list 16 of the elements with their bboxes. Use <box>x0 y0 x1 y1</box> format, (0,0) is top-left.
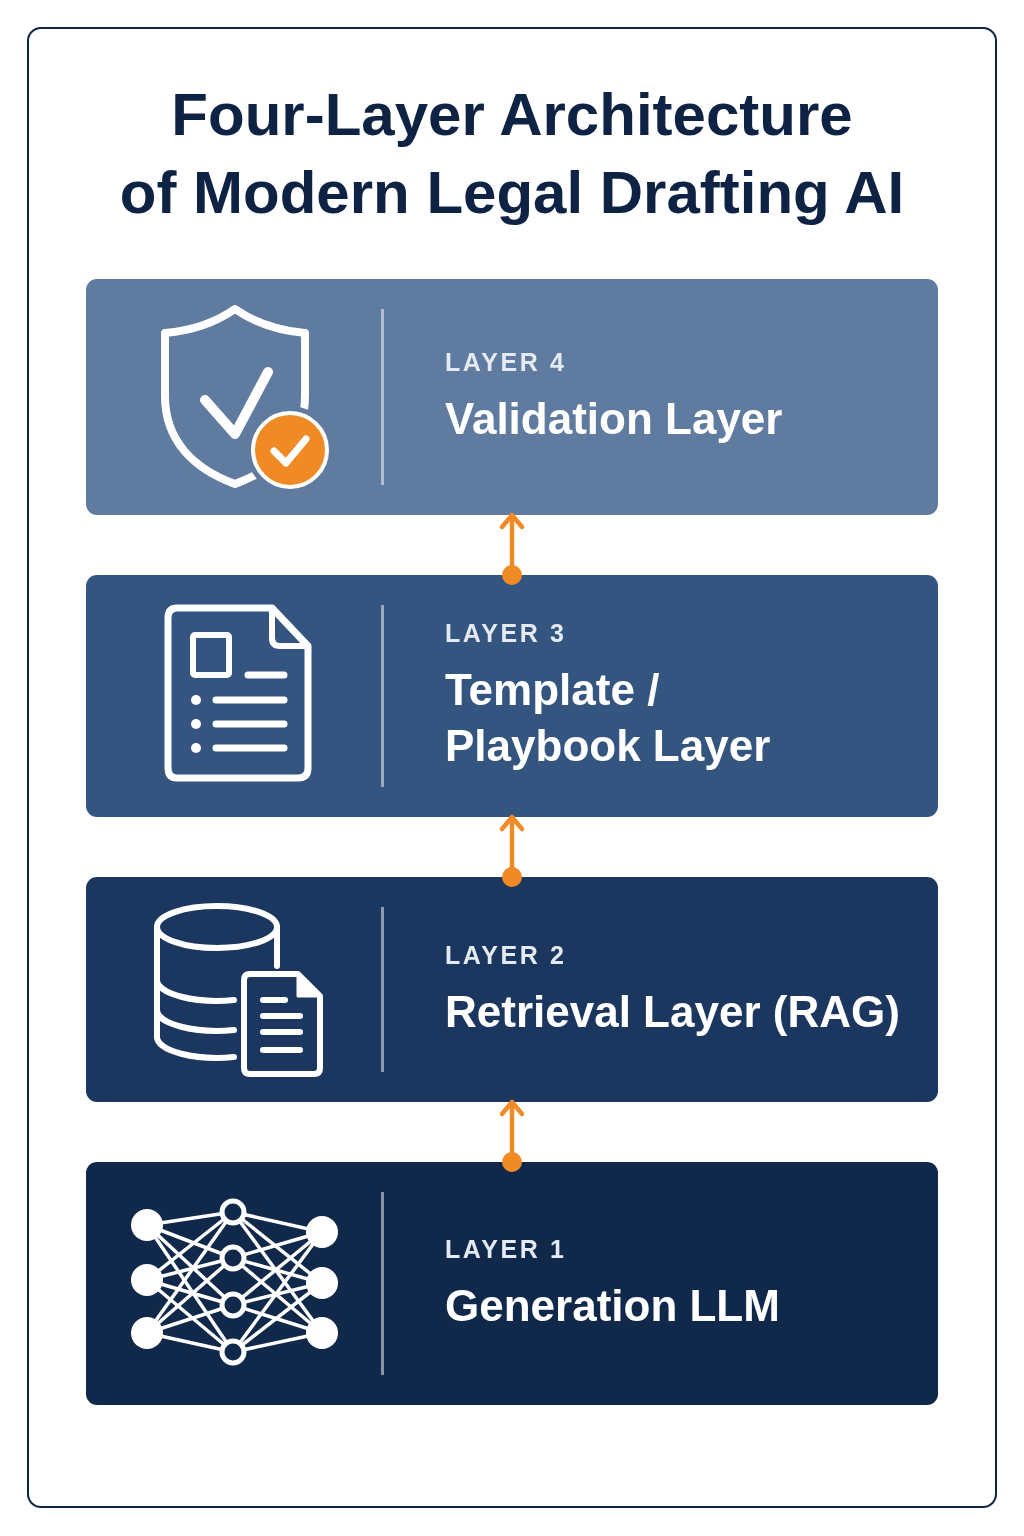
layer-label: LAYER 2 <box>445 939 567 970</box>
layer-label: LAYER 3 <box>445 618 567 648</box>
layer-box <box>86 279 938 515</box>
layer-label: LAYER 4 <box>445 347 567 377</box>
layer-box <box>86 1162 938 1405</box>
layer-title: Template / Playbook Layer <box>445 664 772 772</box>
layer-title: Retrieval Layer (RAG) <box>445 985 900 1038</box>
diagram-title: Four-Layer Architecture of Modern Legal Drafting AI <box>118 80 906 228</box>
layer-box <box>86 575 938 817</box>
arrow <box>499 814 525 887</box>
layer-label: LAYER 1 <box>445 1233 567 1264</box>
layer-box <box>86 877 938 1102</box>
layer-title: Validation Layer <box>445 393 783 445</box>
layer-title: Generation LLM <box>445 1279 780 1332</box>
arrow <box>499 1099 525 1172</box>
arrow <box>499 512 525 585</box>
